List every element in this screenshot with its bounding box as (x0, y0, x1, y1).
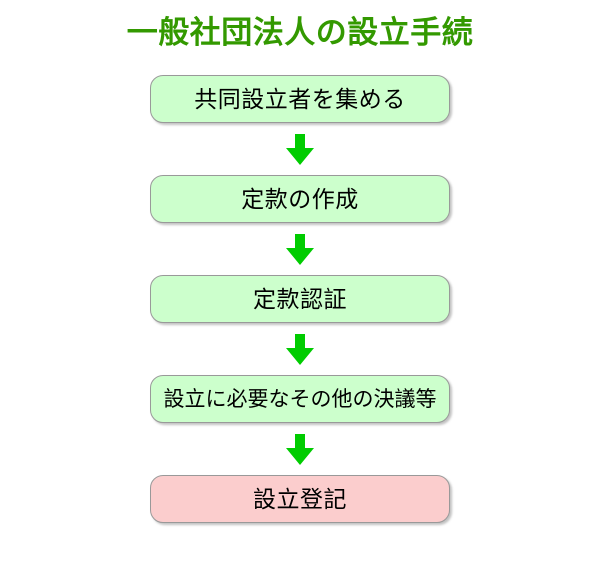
flowchart-step-label: 定款認証 (253, 285, 347, 312)
flowchart-step-5[interactable]: 設立登記 (150, 475, 450, 523)
arrow-down-icon (286, 133, 314, 165)
flowchart-step-label: 設立に必要なその他の決議等 (163, 387, 437, 411)
flowchart-connector-1 (150, 123, 450, 175)
flowchart-connector-3 (150, 323, 450, 375)
flowchart-step-4[interactable]: 設立に必要なその他の決議等 (150, 375, 450, 423)
flowchart-step-label: 設立登記 (253, 485, 347, 512)
flowchart-connector-4 (150, 423, 450, 475)
flowchart-step-1[interactable]: 共同設立者を集める (150, 75, 450, 123)
arrow-down-icon (286, 233, 314, 265)
flowchart-step-list: 共同設立者を集める 定款の作成 定款認証 (150, 75, 450, 523)
flowchart-connector-2 (150, 223, 450, 275)
flowchart-step-label: 定款の作成 (241, 185, 359, 212)
page-title: 一般社団法人の設立手続 (126, 15, 474, 50)
flowchart-step-2[interactable]: 定款の作成 (150, 175, 450, 223)
flowchart-step-label: 共同設立者を集める (194, 85, 406, 112)
arrow-down-icon (286, 433, 314, 465)
flowchart-step-3[interactable]: 定款認証 (150, 275, 450, 323)
arrow-down-icon (286, 333, 314, 365)
